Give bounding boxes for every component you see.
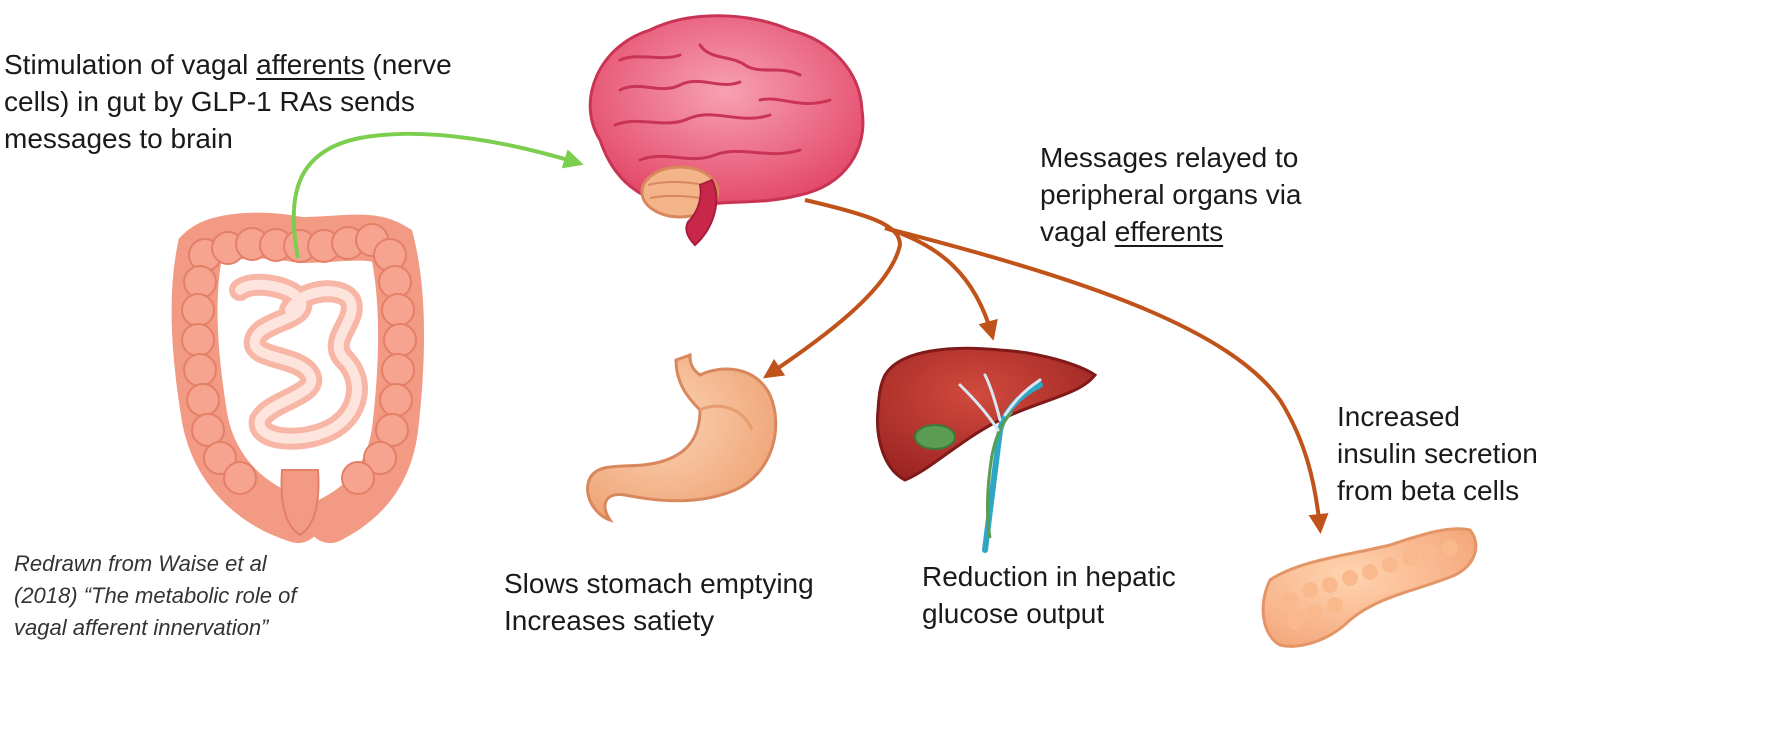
stomach-illustration [586,352,778,523]
vagal-efferent-label: Messages relayed to peripheral organs vi… [1040,139,1302,250]
brain-illustration [588,14,865,247]
diagram-artwork [171,14,1478,648]
vagal-efferent-line1: Messages relayed to [1040,142,1299,173]
pancreas-effect-line3: from beta cells [1337,475,1520,506]
colon-haustra [181,223,417,495]
pancreas-effect-label: Increased insulin secretion from beta ce… [1337,398,1538,509]
stomach-effect-line1: Slows stomach emptying [504,568,814,599]
liver-effect-line2: glucose output [922,598,1105,629]
citation-line1: Redrawn from Waise et al [14,551,267,576]
stomach-effect-label: Slows stomach emptying Increases satiety [504,565,814,639]
efferent-arrow-stomach [763,198,903,379]
pancreas-effect-line1: Increased [1337,401,1460,432]
stomach-effect-line2: Increases satiety [504,605,715,636]
liver-effect-label: Reduction in hepatic glucose output [922,558,1176,632]
gut-brain-diagram: Stimulation of vagal afferents (nerve ce… [4,14,1538,648]
vagal-afferent-line2: cells) in gut by GLP-1 RAs sends [4,86,415,117]
vagal-efferent-line2: peripheral organs via [1040,179,1302,210]
liver-effect-line1: Reduction in hepatic [922,561,1176,592]
citation-label: Redrawn from Waise et al (2018) “The met… [14,548,296,644]
afferents-term: afferents [256,49,365,80]
pancreas-illustration [1261,527,1478,648]
citation-line3: vagal afferent innervation” [14,615,269,640]
vagal-afferent-line1: Stimulation of vagal afferents (nerve [4,49,452,80]
vagal-efferent-line3: vagal efferents [1040,216,1224,247]
afferent-arrow [291,131,584,259]
pancreas-effect-line2: insulin secretion [1337,438,1538,469]
intestines-illustration [171,212,424,543]
brain-gyri [613,43,832,162]
efferent-arrow-pancreas [884,226,1329,534]
citation-line2: (2018) “The metabolic role of [14,583,297,608]
efferents-term: efferents [1114,216,1224,247]
pancreas-lobules [1282,540,1458,630]
vagal-afferent-label: Stimulation of vagal afferents (nerve ce… [4,46,452,157]
liver-illustration [875,346,1098,553]
vagal-afferent-line3: messages to brain [4,123,233,154]
